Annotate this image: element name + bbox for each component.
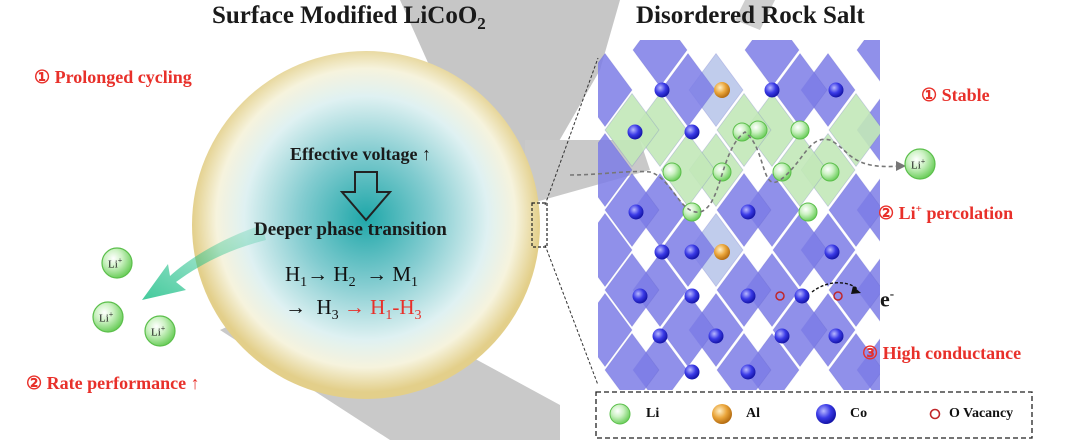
li-diffusion-path: [569, 130, 901, 213]
legend-li-icon: [609, 403, 631, 425]
label-stable: ① Stable: [921, 85, 990, 105]
octahedron: [598, 212, 633, 288]
li-ion-left-3-label: Li+: [151, 324, 166, 339]
legend-co-icon: [816, 404, 836, 424]
zoom-line-bottom: [544, 244, 599, 386]
li-ion-right-label: Li+: [911, 157, 926, 172]
licoo2-particle: [192, 51, 540, 399]
octahedron: [828, 332, 880, 390]
octahedron: [598, 292, 633, 368]
co-atom: [654, 82, 670, 98]
co-atom: [684, 124, 700, 140]
co-atom: [740, 364, 756, 380]
effective-voltage-text: Effective voltage ↑: [290, 144, 431, 164]
octahedron: [772, 132, 828, 208]
co-atom: [652, 328, 668, 344]
octahedron: [772, 212, 828, 288]
legend-co-label: Co: [850, 406, 868, 421]
legend-box: [595, 391, 1033, 439]
label-li-percolation: ② Li+ percolation: [878, 203, 1014, 223]
electron-arrowhead: [851, 286, 861, 294]
octahedron: [604, 332, 660, 390]
li-ion-left-2-label: Li+: [99, 310, 114, 325]
zoom-selection-box: [531, 202, 548, 248]
co-atom: [684, 288, 700, 304]
co-atom: [632, 288, 648, 304]
co-atom: [828, 82, 844, 98]
octahedron: [598, 132, 633, 208]
co-atom: [740, 288, 756, 304]
electron-path: [811, 282, 859, 293]
li-ion-left-2: [92, 301, 124, 333]
octahedron: [828, 172, 880, 248]
label-rate-performance: ② Rate performance ↑: [26, 373, 200, 393]
li-atom: [662, 162, 682, 182]
co-atom: [654, 244, 670, 260]
diffusion-arrowhead: [896, 161, 906, 171]
right-title: Disordered Rock Salt: [636, 2, 865, 29]
co-atom: [740, 204, 756, 220]
co-atom: [774, 328, 790, 344]
legend-al-icon: [712, 404, 732, 424]
o-vacancy: [775, 291, 785, 301]
li-release-arrow: [142, 225, 266, 300]
co-atom: [628, 204, 644, 220]
background-band-right: [735, 0, 775, 30]
legend-vacancy-label: O Vacancy: [949, 406, 1014, 421]
li-atom: [712, 162, 732, 182]
al-atom: [714, 82, 730, 98]
octahedron: [772, 292, 828, 368]
label-prolonged-cycling: ① Prolonged cycling: [34, 67, 192, 87]
li-atom: [790, 120, 810, 140]
li-atom: [798, 202, 818, 222]
co-atom: [828, 328, 844, 344]
left-title-subscript: 2: [477, 14, 486, 33]
background-band-top: [400, 0, 620, 235]
zoom-line-top: [544, 57, 599, 206]
li-atom: [772, 162, 792, 182]
octahedron: [716, 332, 772, 390]
legend-li-label: Li: [646, 406, 660, 421]
co-atom: [794, 288, 810, 304]
octahedron: [604, 252, 660, 328]
legend-vacancy-icon: [929, 408, 941, 420]
octahedron: [828, 92, 880, 168]
co-atom: [764, 82, 780, 98]
al-atom: [714, 244, 730, 260]
o-vacancy: [833, 291, 843, 301]
co-atom: [684, 364, 700, 380]
phase-equation-line-2: → H3 → H1-H3: [285, 295, 422, 324]
li-ion-right: [904, 148, 936, 180]
rock-salt-lattice: [598, 40, 880, 390]
li-ion-left-3: [144, 315, 176, 347]
li-atom: [732, 122, 752, 142]
down-arrow-icon: [339, 171, 393, 222]
co-atom: [824, 244, 840, 260]
li-atom: [682, 202, 702, 222]
li-atom: [820, 162, 840, 182]
co-atom: [684, 244, 700, 260]
phase-equation-line-1: H1→ H2 → M1: [285, 262, 419, 291]
co-atom: [627, 124, 643, 140]
legend-al-label: Al: [746, 406, 760, 421]
octahedron: [598, 52, 633, 128]
li-atom: [748, 120, 768, 140]
co-atom: [708, 328, 724, 344]
electron-label: e-: [880, 286, 895, 312]
li-ion-left-1: [101, 247, 133, 279]
phase-transition-text: Deeper phase transition: [254, 219, 447, 240]
label-high-conductance: ③ High conductance: [862, 343, 1022, 363]
octahedron: [856, 40, 880, 82]
li-ion-left-1-label: Li+: [108, 256, 123, 271]
left-title: Surface Modified LiCoO2: [212, 2, 486, 33]
